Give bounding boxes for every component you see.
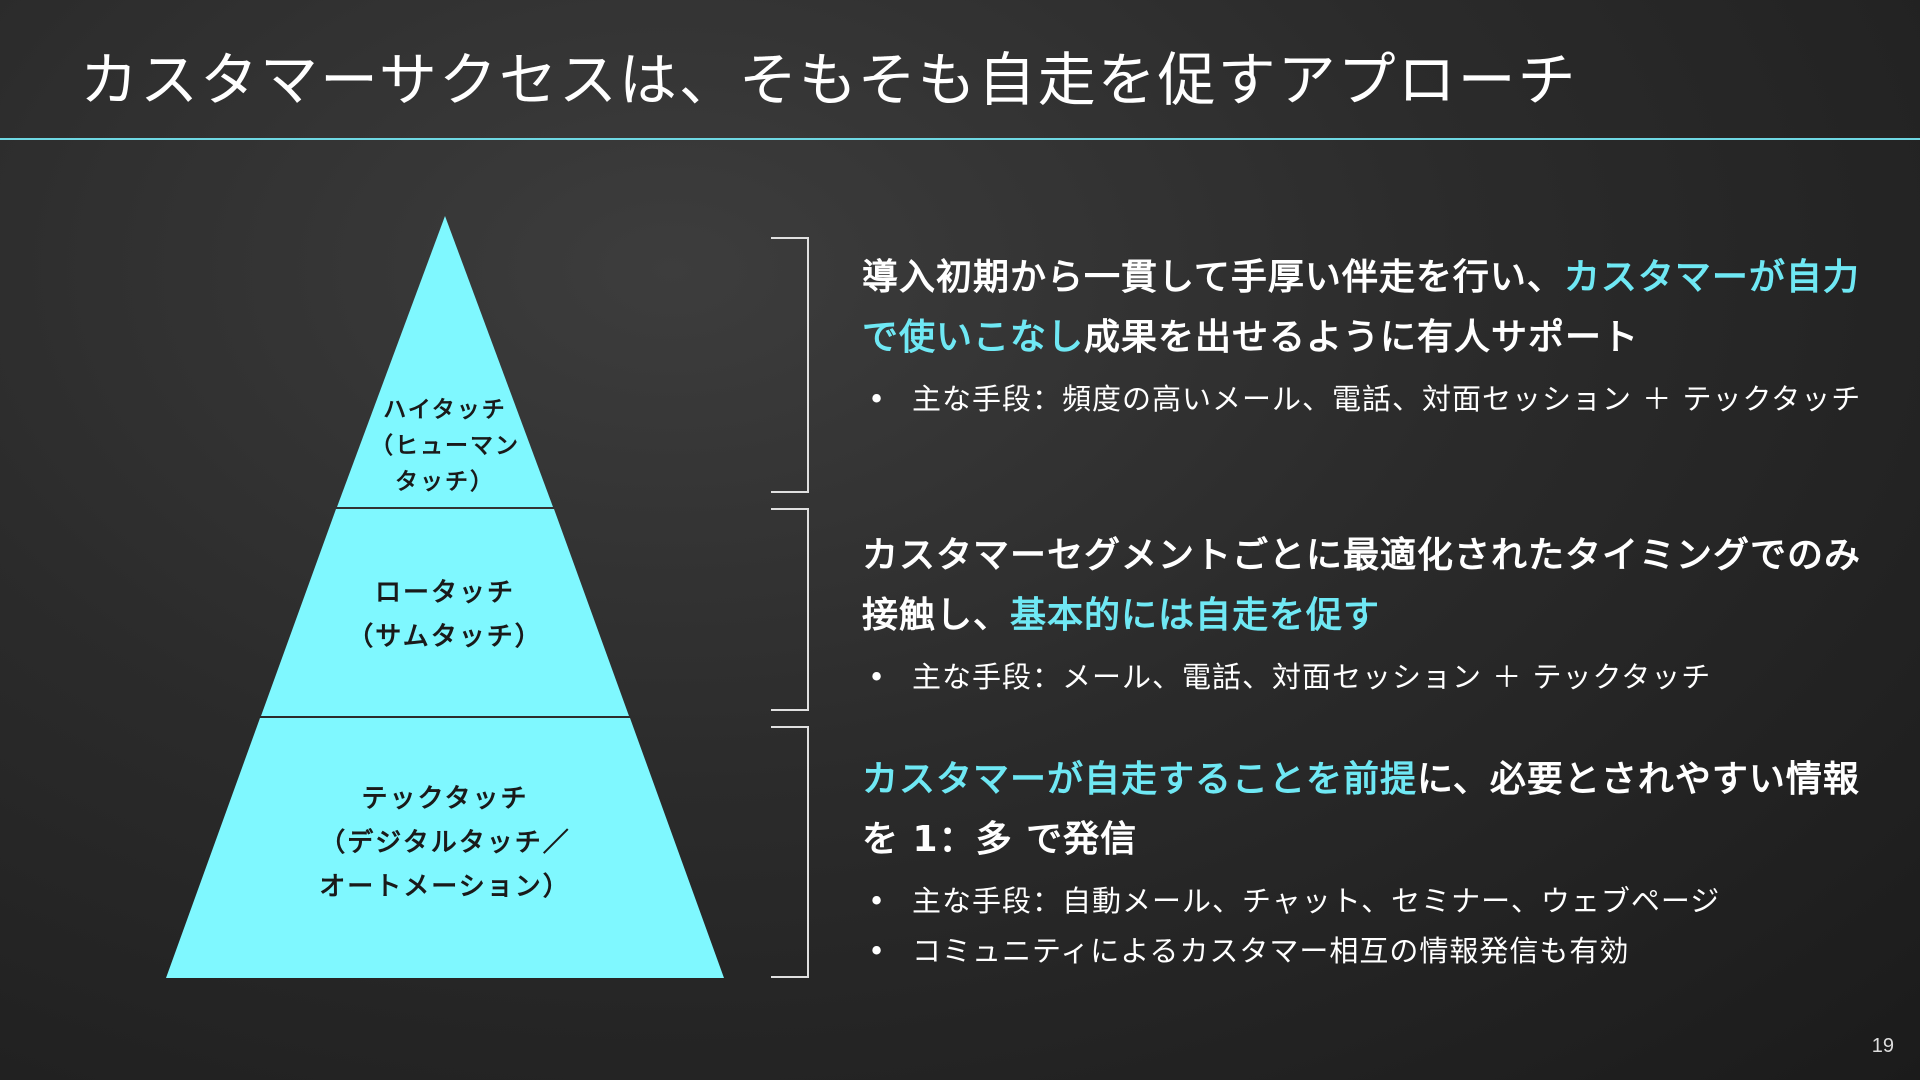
pyramid-tier-bot-shape xyxy=(166,718,724,978)
headline-accent-text: カスタマーが自力で使いこなし xyxy=(862,257,1860,358)
tier-label-line: （サムタッチ） xyxy=(347,622,543,652)
tier-label-line: ロータッチ xyxy=(374,578,515,608)
bullet-text: コミュニティによるカスタマー相互の情報発信も有効 xyxy=(912,934,1630,968)
bullet-text: 主な手段：自動メール、チャット、セミナー、ウェブページ xyxy=(912,884,1721,918)
headline-accent-text: カスタマーが自走することを前提 xyxy=(862,759,1418,800)
description-block-tech-touch: カスタマーが自走することを前提に、必要とされやすい情報を 1：多 で発信 • 主な… xyxy=(862,750,1862,976)
bullet-text: 主な手段：メール、電話、対面セッション ＋ テックタッチ xyxy=(912,660,1712,694)
bullet-list: • 主な手段：メール、電話、対面セッション ＋ テックタッチ xyxy=(862,652,1862,702)
bullet-item: • 主な手段：頻度の高いメール、電話、対面セッション ＋ テックタッチ xyxy=(862,374,1862,424)
block-headline: 導入初期から一貫して手厚い伴走を行い、カスタマーが自力で使いこなし成果を出せるよ… xyxy=(862,248,1862,368)
bracket-bot xyxy=(771,726,809,978)
bullet-icon: • xyxy=(868,660,887,694)
bullet-text: 主な手段：頻度の高いメール、電話、対面セッション ＋ テックタッチ xyxy=(912,382,1862,416)
tier-label-line: テックタッチ xyxy=(361,784,529,814)
headline-text: に、必要とされやすい情報を 1：多 で発信 xyxy=(862,759,1860,860)
headline-text: カスタマーセグメントごとに最適化されたタイミングでのみ接触し、 xyxy=(862,535,1862,636)
description-block-low-touch: カスタマーセグメントごとに最適化されたタイミングでのみ接触し、基本的には自走を促… xyxy=(862,526,1862,702)
bullet-item: • 主な手段：自動メール、チャット、セミナー、ウェブページ xyxy=(862,876,1862,926)
headline-text: 導入初期から一貫して手厚い伴走を行い、 xyxy=(862,257,1564,298)
bullet-list: • 主な手段：自動メール、チャット、セミナー、ウェブページ • コミュニティによるカ… xyxy=(862,876,1862,976)
bullet-icon: • xyxy=(868,382,887,416)
pyramid-tier-low-touch-label: ロータッチ （サムタッチ） xyxy=(330,571,560,659)
bracket-mid xyxy=(771,508,809,711)
bullet-icon: • xyxy=(868,934,887,968)
headline-accent-text: 基本的には自走を促す xyxy=(1010,595,1381,636)
page-number: 19 xyxy=(1871,1035,1894,1057)
bullet-item: • 主な手段：メール、電話、対面セッション ＋ テックタッチ xyxy=(862,652,1862,702)
slide-title: カスタマーサクセスは、そもそも自走を促すアプローチ xyxy=(80,46,1578,114)
tier-label-line: オートメーション） xyxy=(319,872,571,902)
pyramid-tier-tech-touch-label: テックタッチ （デジタルタッチ／ オートメーション） xyxy=(300,777,590,909)
bullet-item: • コミュニティによるカスタマー相互の情報発信も有効 xyxy=(862,926,1862,976)
tier-label-line: （ヒューマン xyxy=(370,433,520,459)
pyramid-tier-mid-shape xyxy=(261,509,629,716)
pyramid-tier-high-touch-label: ハイタッチ （ヒューマン タッチ） xyxy=(330,392,560,500)
bracket-top xyxy=(771,237,809,493)
bullet-icon: • xyxy=(868,884,887,918)
block-headline: カスタマーが自走することを前提に、必要とされやすい情報を 1：多 で発信 xyxy=(862,750,1862,870)
headline-text: 成果を出せるように有人サポート xyxy=(1084,317,1640,358)
pyramid-tier-top-shape xyxy=(337,216,553,507)
description-block-high-touch: 導入初期から一貫して手厚い伴走を行い、カスタマーが自力で使いこなし成果を出せるよ… xyxy=(862,248,1862,424)
bullet-list: • 主な手段：頻度の高いメール、電話、対面セッション ＋ テックタッチ xyxy=(862,374,1862,424)
tier-label-line: ハイタッチ xyxy=(383,397,507,423)
block-headline: カスタマーセグメントごとに最適化されたタイミングでのみ接触し、基本的には自走を促… xyxy=(862,526,1862,646)
tier-label-line: （デジタルタッチ／ xyxy=(319,828,571,858)
title-divider xyxy=(0,138,1920,140)
tier-label-line: タッチ） xyxy=(395,469,495,495)
